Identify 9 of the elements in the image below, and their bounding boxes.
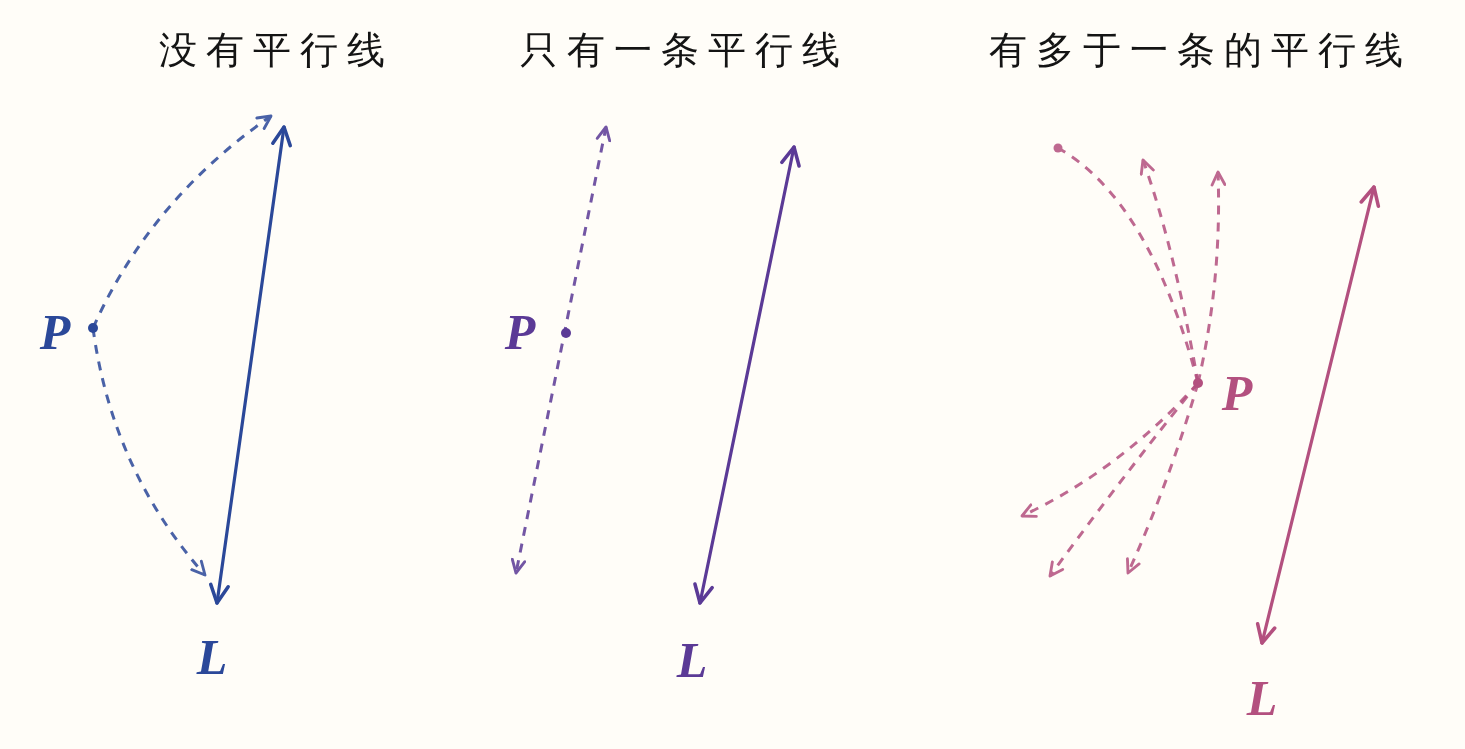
point-label: P — [504, 307, 536, 357]
line-label: L — [1246, 673, 1278, 723]
heading: 没有平行线 — [158, 26, 394, 74]
point-label: P — [39, 307, 71, 357]
line-label: L — [196, 632, 228, 682]
heading: 只有一条平行线 — [519, 26, 849, 74]
line-label: L — [676, 635, 708, 685]
heading: 有多于一条的平行线 — [988, 26, 1412, 74]
point-label: P — [1221, 368, 1253, 418]
